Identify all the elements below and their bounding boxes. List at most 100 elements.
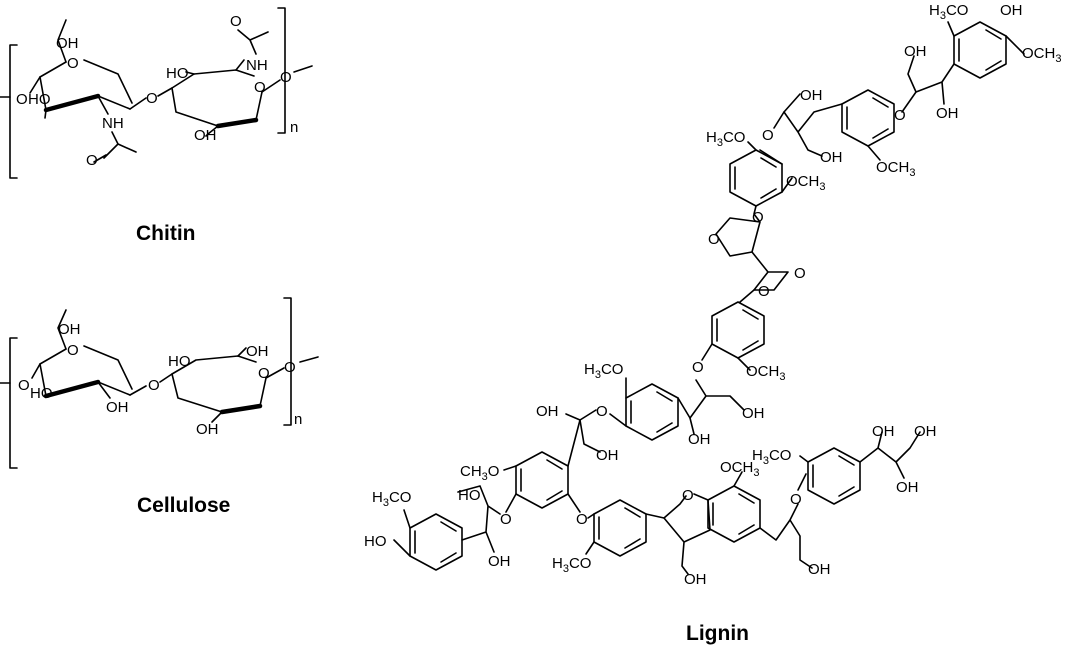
chitin-bond: [235, 59, 245, 71]
lignin-bond: [747, 141, 757, 151]
lignin-ring-9: [707, 485, 761, 543]
lignin-h3co-1: H3CO: [929, 2, 968, 22]
lignin-ring-7: [409, 513, 463, 571]
lignin-oh-9: OH: [596, 447, 619, 464]
chitin-ring-2-wedge: [215, 117, 259, 129]
cellulose-structure: n O O OH HO OH O O HO OH O OH Cellulose: [0, 297, 319, 517]
lignin-oh-7: OH: [688, 431, 711, 448]
lignin-thf-o-2: O: [708, 231, 720, 248]
lignin-ring-10: [807, 447, 861, 505]
lignin-bond: [403, 509, 411, 529]
cellulose-bond: [97, 381, 111, 399]
lignin-oh-6: OH: [742, 405, 765, 422]
chitin-bond: [185, 71, 195, 75]
lignin-oh-2: OH: [904, 43, 927, 60]
lignin-oh-5: OH: [820, 149, 843, 166]
lignin-bond: [867, 145, 881, 161]
chitin-bond: [93, 154, 107, 163]
lignin-ether-o-4: O: [596, 403, 608, 420]
cellulose-oh-1: OH: [106, 399, 129, 416]
chitin-acetyl-2: [237, 29, 269, 55]
lignin-ether-o-1: O: [894, 107, 906, 124]
cellulose-bond: [159, 373, 173, 383]
cellulose-glyco-o: O: [148, 377, 160, 394]
lignin-ring-8: [593, 499, 647, 557]
cellulose-o-right: O: [284, 359, 296, 376]
lignin-bond: [585, 541, 595, 555]
lignin-oh-12: OH: [808, 561, 831, 578]
chitin-acetyl-o-2: O: [230, 13, 242, 30]
cellulose-ring-1-oxygen: O: [67, 342, 79, 359]
lignin-ring-6: [515, 451, 569, 509]
lignin-ho-7: HO: [364, 533, 387, 550]
chitin-ho-1: HO: [28, 91, 51, 108]
lignin-benzofuran: [663, 493, 711, 575]
chitin-acetyl-1: [103, 131, 137, 159]
chitin-acetyl-o-1: O: [86, 152, 98, 169]
chitin-bond: [129, 97, 147, 110]
chitin-nh-1: NH: [102, 115, 124, 132]
lignin-oh-15: OH: [914, 423, 937, 440]
lignin-resinol: [715, 205, 789, 291]
chitin-glyco-o: O: [146, 90, 158, 107]
lignin-bond: [759, 149, 783, 165]
lignin-bond: [645, 513, 665, 519]
lignin-h3co-7: H3CO: [372, 489, 411, 509]
chitin-bond: [44, 109, 47, 119]
lignin-och3-9: OCH3: [720, 459, 759, 479]
chitin-oh-top: OH: [56, 35, 79, 52]
lignin-bond: [393, 539, 411, 557]
lignin-bond: [567, 493, 581, 513]
cellulose-oh-top: OH: [58, 321, 81, 338]
chitin-nh-2: NH: [246, 57, 268, 74]
cellulose-bond: [265, 367, 285, 379]
lignin-och3-4: OCH3: [746, 363, 785, 383]
cellulose-bracket-left: [9, 337, 18, 469]
lignin-bond: [609, 413, 627, 427]
chitin-bracket-left: [9, 44, 18, 179]
chitin-oh-bottom: OH: [194, 127, 217, 144]
cellulose-bond: [237, 347, 247, 357]
chitin-ring-1-wedge: [43, 93, 101, 113]
cellulose-ring-1: [39, 345, 133, 397]
lignin-sidechain-top: [907, 55, 955, 105]
lignin-ring-top: [953, 21, 1007, 79]
chitin-ring-2-oxygen: O: [254, 79, 266, 96]
lignin-ether-o-3: O: [692, 359, 704, 376]
chitin-bond: [261, 79, 281, 93]
lignin-title: Lignin: [686, 622, 749, 645]
lignin-oh-14: OH: [896, 479, 919, 496]
cellulose-oh-2: OH: [246, 343, 269, 360]
lignin-structure: H3CO OH OCH3 OH OH O OCH3 OH OH O H3CO O…: [364, 2, 1061, 645]
cellulose-right-link: [299, 356, 319, 363]
lignin-bond: [677, 397, 691, 419]
lignin-oh-13: OH: [872, 423, 895, 440]
lignin-oh-top: OH: [1000, 2, 1023, 19]
chitin-structure: n O O OH HO NH O O O HO NH O O: [0, 7, 313, 245]
cellulose-ring-2-oxygen: O: [258, 365, 270, 382]
chitin-bond: [205, 125, 219, 137]
cellulose-ho-1: HO: [30, 385, 53, 402]
lignin-ether-o-7: O: [790, 491, 802, 508]
lignin-ether-o-5: O: [500, 511, 512, 528]
lignin-ether-o-6: O: [576, 511, 588, 528]
chitin-right-link: [293, 65, 313, 73]
lignin-h3co-8: H3CO: [552, 555, 591, 575]
lignin-oh-10: OH: [488, 553, 511, 570]
chitin-ring-1-oxygen: O: [67, 55, 79, 72]
lignin-bond: [733, 471, 743, 487]
lignin-sidechain-6: [457, 485, 501, 553]
chitin-bond: [29, 76, 41, 94]
cellulose-ring-1-wedge: [43, 379, 101, 399]
cellulose-bond: [31, 363, 41, 379]
cellulose-oh-bottom: OH: [196, 421, 219, 438]
chitin-ring-1: [39, 59, 133, 111]
lignin-oh-8: OH: [536, 403, 559, 420]
lignin-furan-o: O: [682, 487, 694, 504]
lignin-thf-o-3: O: [758, 283, 770, 300]
cellulose-bond: [211, 411, 223, 423]
lignin-bond: [1005, 35, 1025, 55]
lignin-bond: [587, 513, 595, 519]
lignin-h3co-3: H3CO: [706, 129, 745, 149]
